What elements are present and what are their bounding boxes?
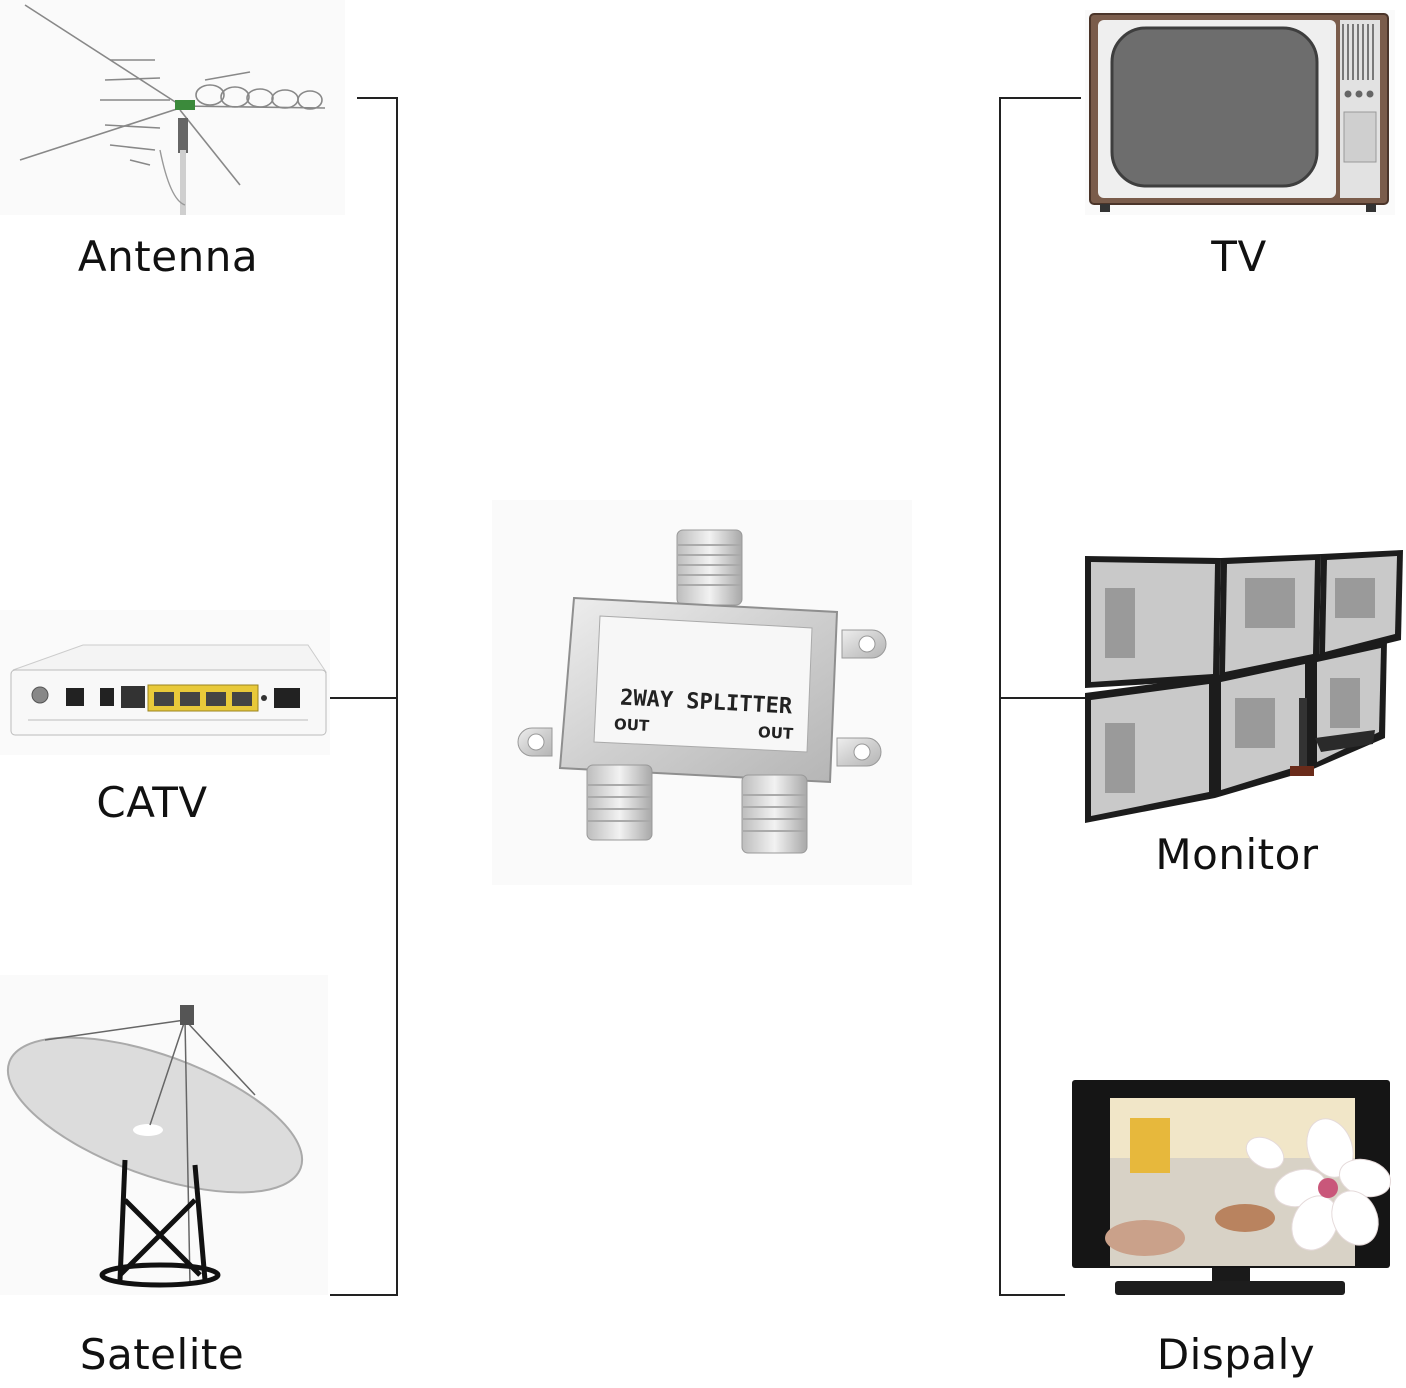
satelite-label: Satelite — [79, 1330, 245, 1379]
splitter-out-right: OUT — [757, 723, 794, 743]
splitter-out-left: OUT — [613, 715, 650, 735]
monitor-wall-icon — [1085, 548, 1403, 828]
display-label: Dispaly — [1156, 1330, 1316, 1379]
monitor-label: Monitor — [1155, 830, 1319, 879]
connector-display — [999, 1294, 1065, 1296]
left-bracket — [396, 97, 398, 1296]
catv-modem-icon — [8, 640, 328, 740]
connector-tv — [999, 97, 1081, 99]
connector-catv — [330, 697, 397, 699]
tv-label: TV — [1211, 232, 1267, 281]
connector-monitor — [999, 697, 1085, 699]
retro-tv-icon — [1088, 12, 1390, 214]
satellite-dish-icon — [0, 1000, 330, 1295]
flat-display-icon — [1070, 1078, 1394, 1300]
right-bracket — [999, 97, 1001, 1296]
connector-antenna — [357, 97, 397, 99]
coax-splitter-icon — [512, 520, 892, 865]
antenna-icon — [10, 0, 340, 215]
catv-label: CATV — [96, 778, 208, 827]
connector-satelite — [330, 1294, 397, 1296]
antenna-label: Antenna — [77, 232, 259, 281]
